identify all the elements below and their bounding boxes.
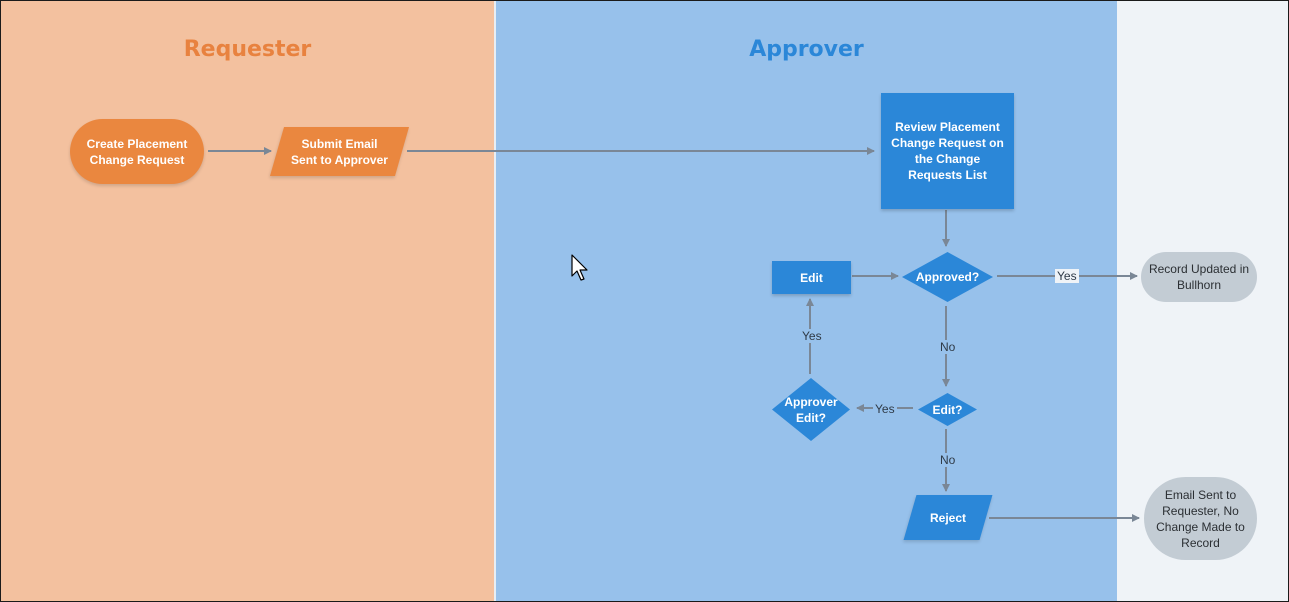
email-sent-no-change-label: Email Sent to Requester, No Change Made … [1156, 487, 1245, 550]
approver-edit-decision-node[interactable]: Approver Edit? [772, 378, 850, 441]
review-request-node[interactable]: Review Placement Change Request on the C… [881, 93, 1014, 209]
edit-decision-label: Edit? [932, 402, 963, 417]
approver-lane-title: Approver [749, 37, 864, 62]
requester-lane-title: Requester [183, 37, 312, 62]
edit-action-label: Edit [800, 270, 823, 285]
record-updated-node[interactable]: Record Updated in Bullhorn [1141, 252, 1257, 302]
review-request-label: Review Placement Change Request on the C… [891, 120, 1004, 182]
approved-decision-node[interactable]: Approved? [902, 252, 993, 302]
requester-swimlane: Requester [1, 1, 494, 601]
reject-action-label: Reject [929, 510, 967, 525]
label-approver-edit-yes: Yes [800, 329, 824, 343]
create-placement-change-request-node[interactable]: Create Placement Change Request [70, 119, 204, 184]
label-edit-yes: Yes [873, 402, 897, 416]
approved-decision-label: Approved? [915, 270, 980, 284]
label-edit-no: No [938, 453, 958, 467]
submit-email-label: Submit Email Sent to Approver [291, 136, 388, 167]
edit-decision-node[interactable]: Edit? [918, 393, 977, 426]
create-placement-change-request-label: Create Placement Change Request [86, 136, 188, 167]
approver-edit-decision-label: Approver Edit? [784, 394, 838, 425]
record-updated-label: Record Updated in Bullhorn [1148, 262, 1250, 292]
reject-action-node[interactable]: Reject [910, 495, 986, 540]
email-sent-no-change-node[interactable]: Email Sent to Requester, No Change Made … [1144, 477, 1257, 560]
label-approved-yes: Yes [1055, 269, 1079, 283]
label-approved-no: No [938, 340, 958, 354]
submit-email-node[interactable]: Submit Email Sent to Approver [277, 127, 402, 176]
arrow-pointer-icon [571, 254, 588, 281]
edit-action-node[interactable]: Edit [772, 261, 851, 294]
